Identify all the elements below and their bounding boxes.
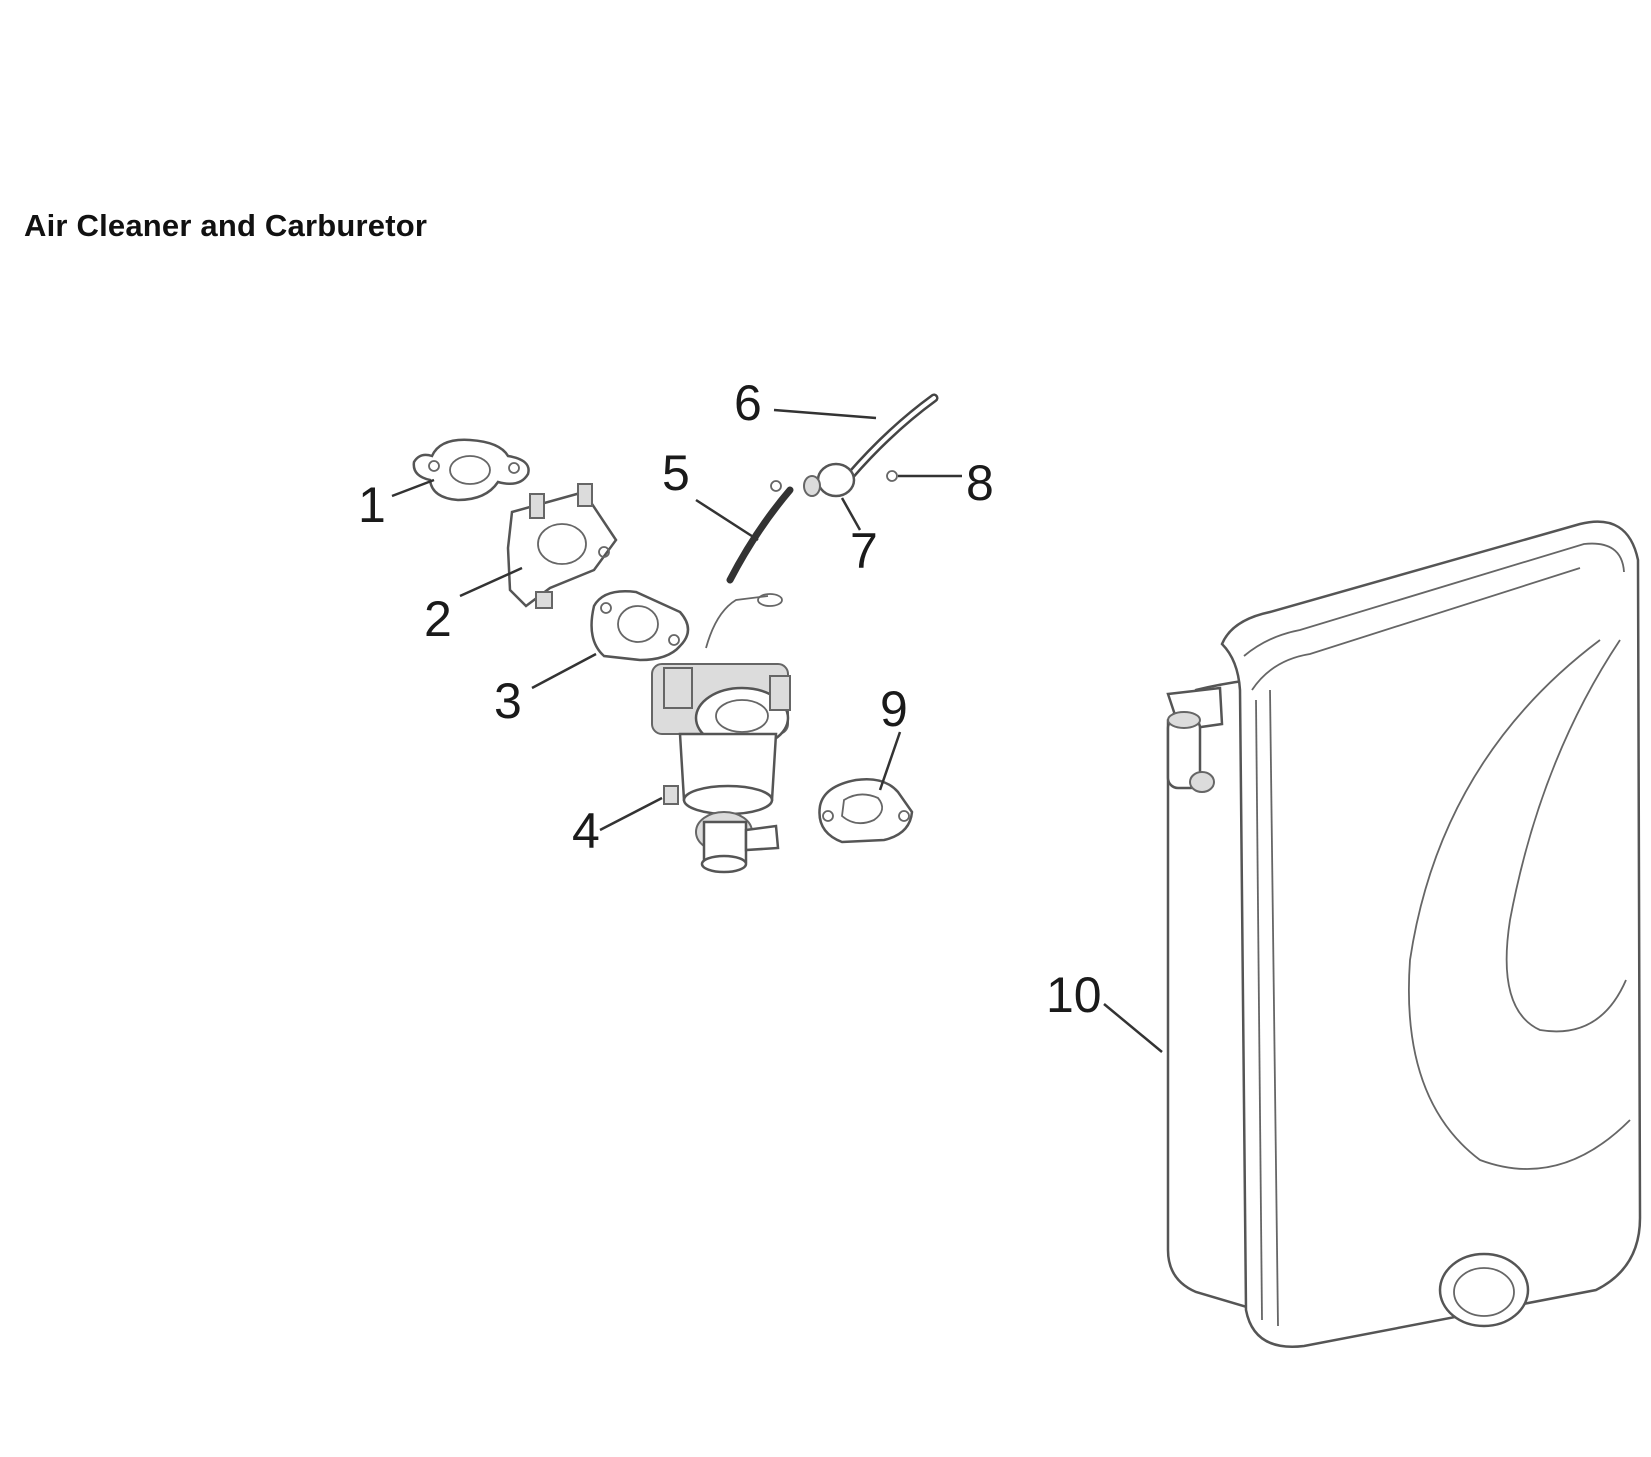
page-title: Air Cleaner and Carburetor [24,208,428,243]
leader-lines [391,408,1163,1053]
callout-labels: 1 2 3 4 5 6 7 8 9 10 [358,375,1102,1023]
callout-3: 3 [494,673,522,729]
callout-8: 8 [966,455,994,511]
part-3-gasket[interactable] [590,590,690,662]
callout-4: 4 [572,803,600,859]
part-4-carburetor[interactable] [651,593,791,874]
part-9-gasket[interactable] [818,778,914,844]
part-5-fuel-line[interactable] [726,480,794,584]
callout-6: 6 [734,375,762,431]
callout-1: 1 [358,477,386,533]
part-1-gasket[interactable] [412,438,530,502]
callout-10: 10 [1046,967,1102,1023]
part-7-clip[interactable] [803,462,856,498]
part-8-clamp[interactable] [886,470,898,482]
part-10-air-cleaner-cover[interactable] [1166,520,1642,1348]
callout-7: 7 [850,523,878,579]
part-6-breather-tube[interactable] [845,393,939,481]
callout-2: 2 [424,591,452,647]
callout-5: 5 [662,445,690,501]
part-2-insulator[interactable] [506,483,618,609]
callout-9: 9 [880,681,908,737]
